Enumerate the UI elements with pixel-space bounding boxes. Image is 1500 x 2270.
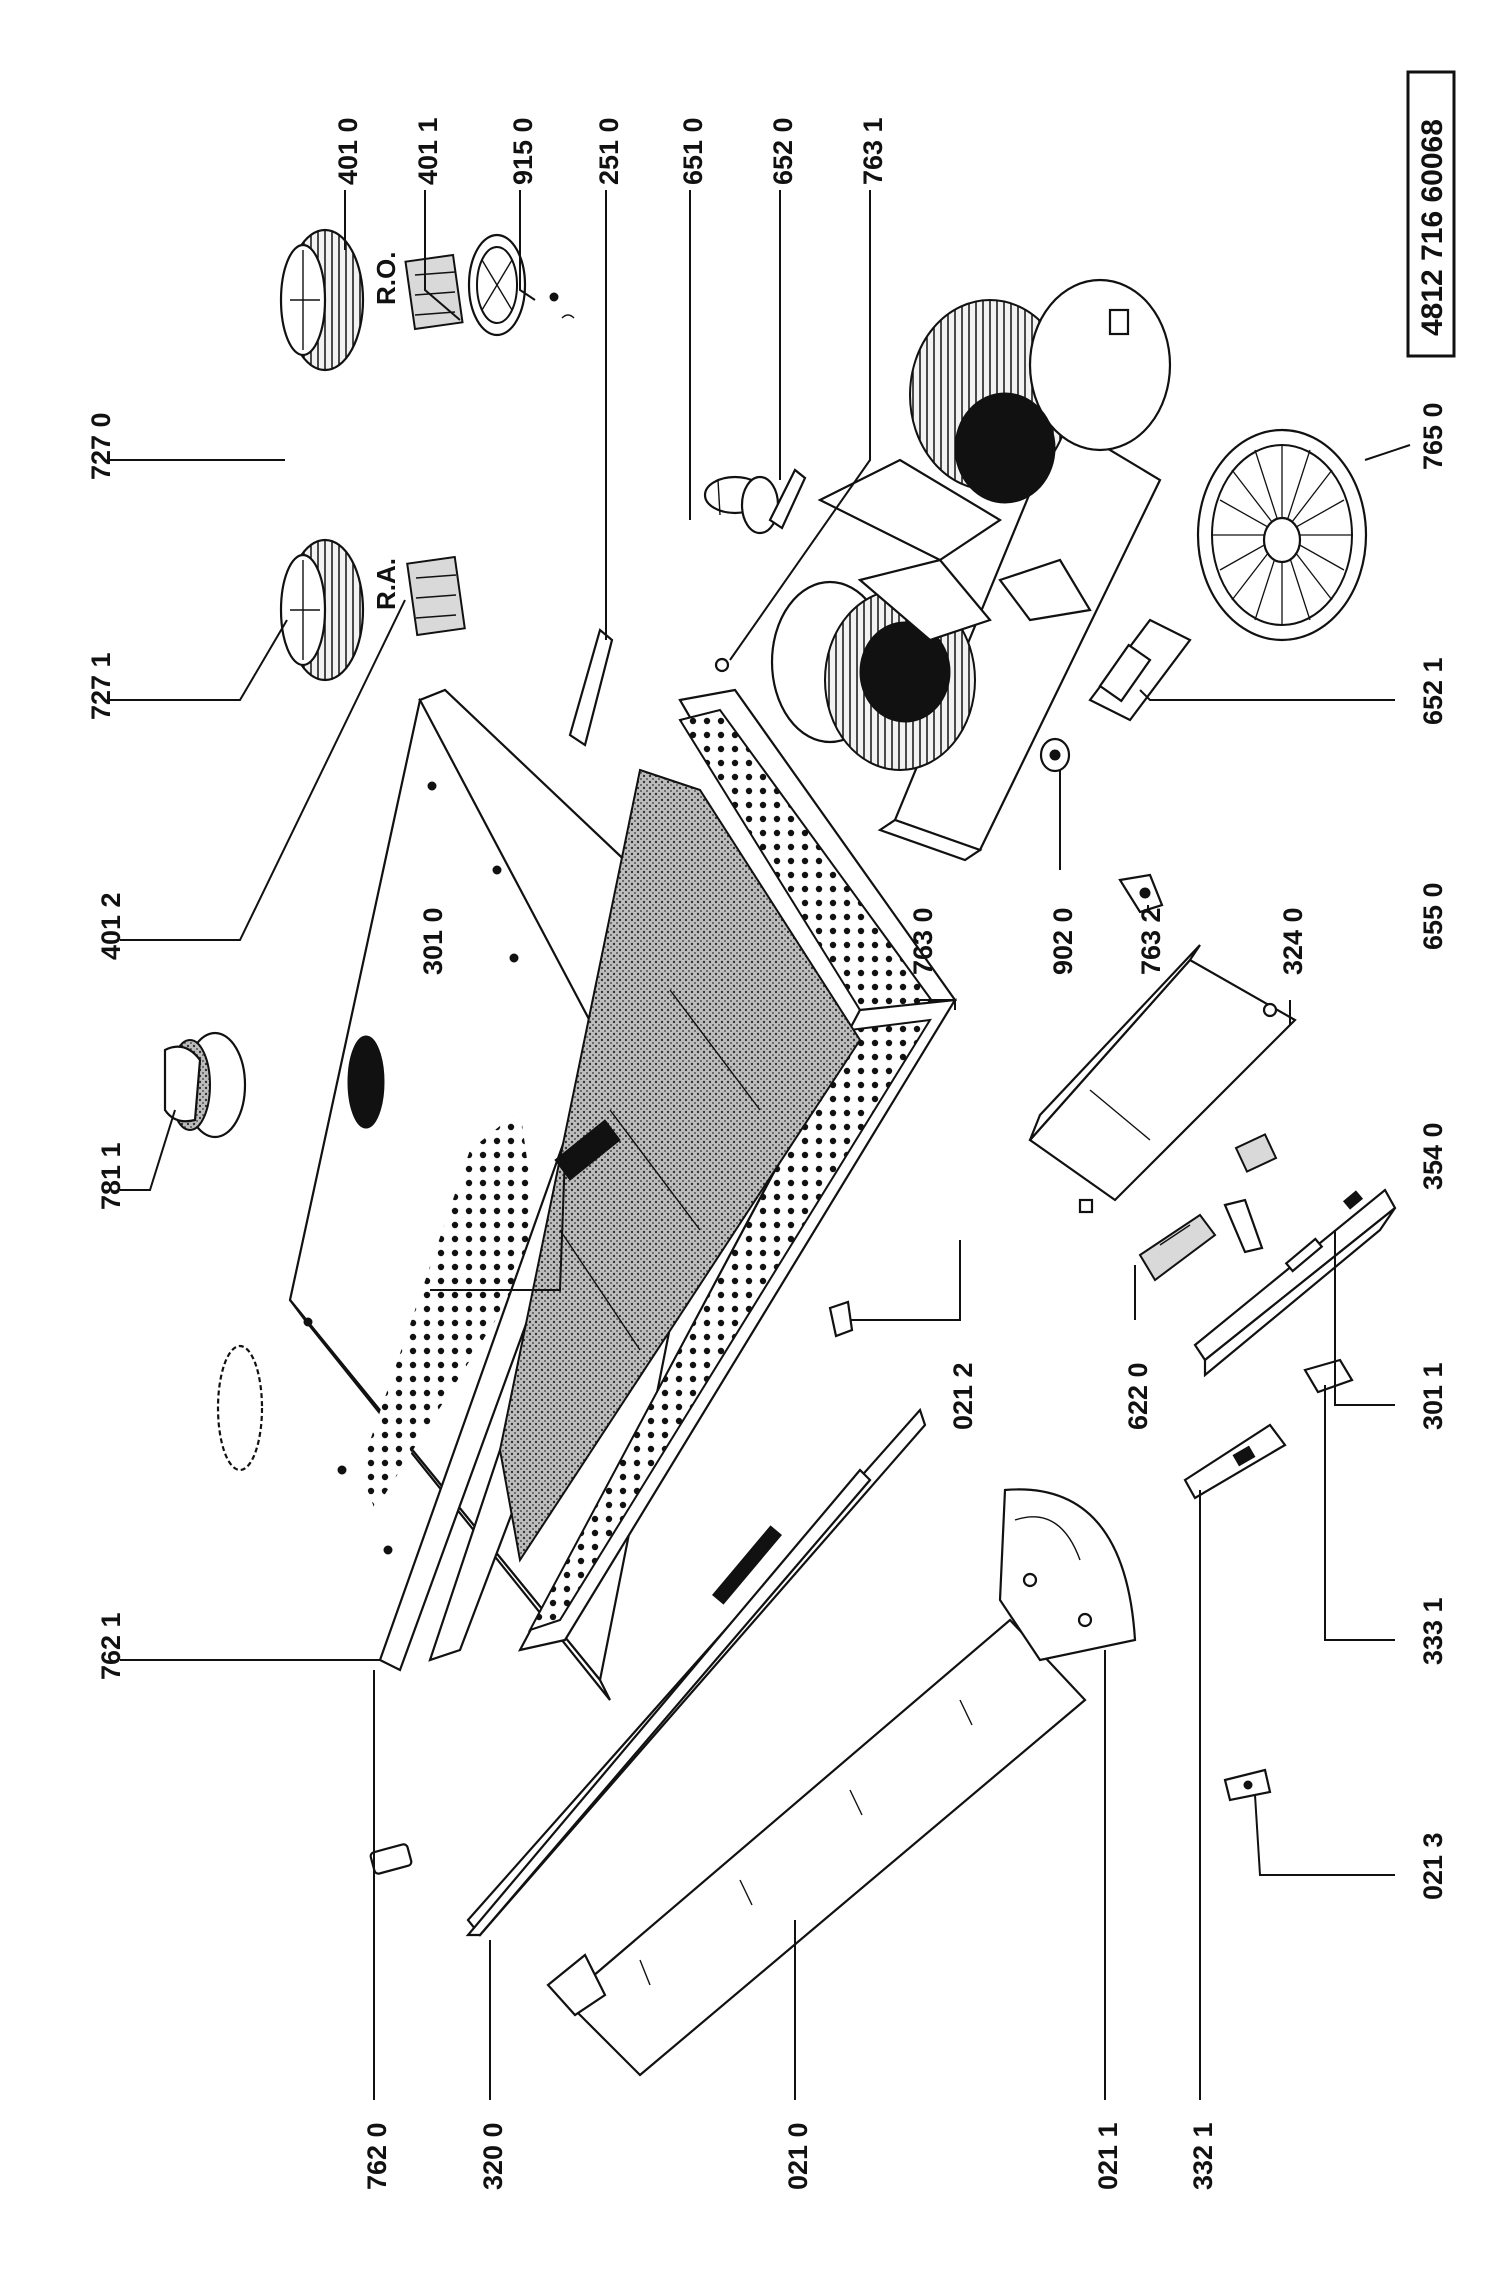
- part-label-651-0: 651 0: [678, 117, 708, 185]
- part-label-902-0: 902 0: [1048, 907, 1078, 975]
- visor-screw: [828, 1300, 854, 1338]
- part-label-763-2: 763 2: [1136, 907, 1166, 975]
- clip-part: [768, 468, 807, 530]
- small-screw: [549, 292, 575, 319]
- round-grille: [467, 233, 527, 337]
- part-label-251-0: 251 0: [594, 117, 624, 185]
- part-label-781-1: 781 1: [96, 1142, 126, 1210]
- part-label-324-0: 324 0: [1278, 907, 1308, 975]
- part-label-401-0: 401 0: [333, 117, 363, 185]
- visor-end-cap: [998, 1488, 1137, 1662]
- glass-visor: [546, 1618, 1087, 2077]
- light-housing: [1028, 944, 1297, 1214]
- grease-filter-tray: [498, 688, 958, 1652]
- capacitor-part: [1088, 618, 1192, 722]
- filter-cartridge-ro: [404, 253, 464, 331]
- switch-block: [1138, 1213, 1217, 1282]
- part-label-763-1: 763 1: [858, 117, 888, 185]
- document-code-stamp: 4812 716 60068: [1406, 70, 1456, 358]
- fan-wheel-lower: [279, 538, 365, 682]
- bulb-part: [714, 657, 730, 673]
- part-label-301-0: 301 0: [418, 907, 448, 975]
- label-plate: [568, 628, 614, 747]
- round-cover-disc: [216, 1344, 264, 1472]
- part-label-652-1: 652 1: [1418, 657, 1448, 725]
- part-label-333-1: 333 1: [1418, 1597, 1448, 1665]
- part-label-401-1: 401 1: [413, 117, 443, 185]
- button-cap: [1303, 1358, 1354, 1394]
- control-panel-strip: [1193, 1188, 1397, 1378]
- lamp-cover: [163, 1031, 247, 1139]
- part-label-727-0: 727 0: [86, 412, 116, 480]
- part-label-727-1: 727 1: [86, 652, 116, 720]
- part-labels: 727 0 727 1 401 2 781 1 762 1 762 0 320 …: [86, 117, 1448, 2190]
- filter-cartridge-ra: [406, 555, 466, 637]
- part-label-320-0: 320 0: [478, 2122, 508, 2190]
- part-label-021-0: 021 0: [783, 2122, 813, 2190]
- part-label-021-3: 021 3: [1418, 1832, 1448, 1900]
- part-label-652-0: 652 0: [768, 117, 798, 185]
- fan-motor-assembly: [770, 278, 1172, 862]
- part-label-401-2: 401 2: [96, 892, 126, 960]
- part-label-763-0: 763 0: [908, 907, 938, 975]
- charcoal-filter-disc: [1196, 428, 1368, 642]
- leader-lines: [110, 190, 1411, 2100]
- lamp-holder: [703, 475, 780, 535]
- visor-bracket: [1223, 1768, 1272, 1802]
- part-label-765-0: 765 0: [1418, 402, 1448, 470]
- part-label-915-0: 915 0: [508, 117, 538, 185]
- small-clip-762: [369, 1843, 413, 1875]
- part-label-354-0: 354 0: [1418, 1122, 1448, 1190]
- front-trim-strip: [465, 1407, 927, 1937]
- part-label-332-1: 332 1: [1188, 2122, 1218, 2190]
- part-label-762-0: 762 0: [362, 2122, 392, 2190]
- switch-part: [1234, 1133, 1278, 1173]
- part-label-762-1: 762 1: [96, 1612, 126, 1680]
- slider-knob: [1183, 1423, 1287, 1500]
- part-label-622-0: 622 0: [1123, 1362, 1153, 1430]
- fan-wheel-upper: [279, 228, 365, 372]
- lever-part: [1223, 1198, 1264, 1254]
- filter-tag-ra: R.A.: [371, 558, 401, 610]
- part-label-021-2: 021 2: [948, 1362, 978, 1430]
- part-label-655-0: 655 0: [1418, 882, 1448, 950]
- part-label-021-1: 021 1: [1093, 2122, 1123, 2190]
- bracket-part: [1118, 873, 1164, 914]
- document-code: 4812 716 60068: [1416, 119, 1449, 336]
- part-label-301-1: 301 1: [1418, 1362, 1448, 1430]
- filter-tag-ro: R.O.: [371, 252, 401, 305]
- screw-part: [1039, 737, 1071, 773]
